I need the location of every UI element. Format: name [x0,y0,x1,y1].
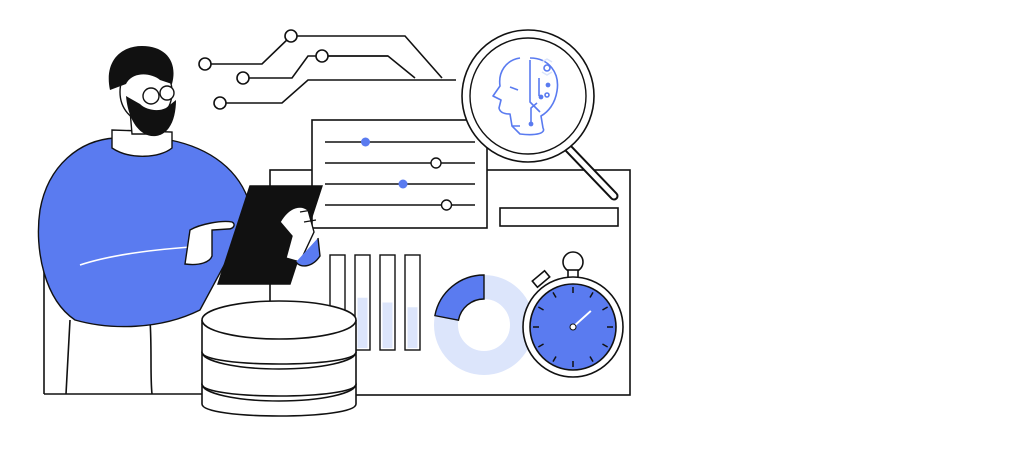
stopwatch-tick [552,356,557,363]
stopwatch-tick [537,343,544,348]
donut-accent-segment [434,274,485,321]
ai-head-icon [492,57,559,136]
bar-fill [382,302,393,348]
stopwatch-icon [522,251,624,378]
tablet-icon [217,185,323,285]
stopwatch-tick [602,343,609,348]
database-icon [201,300,357,417]
slider-knob [440,199,453,211]
stopwatch-hand [572,310,592,328]
header-bar [499,207,619,227]
sliders-icon [311,119,488,229]
stopwatch-tick [602,306,609,311]
stopwatch-tick [552,291,557,298]
slider-knob [398,179,408,189]
stopwatch-tick [589,291,594,298]
person-icon [37,46,270,395]
bar-fill [407,307,418,348]
bar-fill [357,297,368,348]
circuit-lines-icon [198,29,456,110]
donut-chart-icon [434,274,534,375]
slider-knob [361,137,370,147]
magnifier-icon [461,29,619,201]
stopwatch-tick [537,306,544,311]
stopwatch-tick [589,356,594,363]
slider-knob [430,157,442,169]
